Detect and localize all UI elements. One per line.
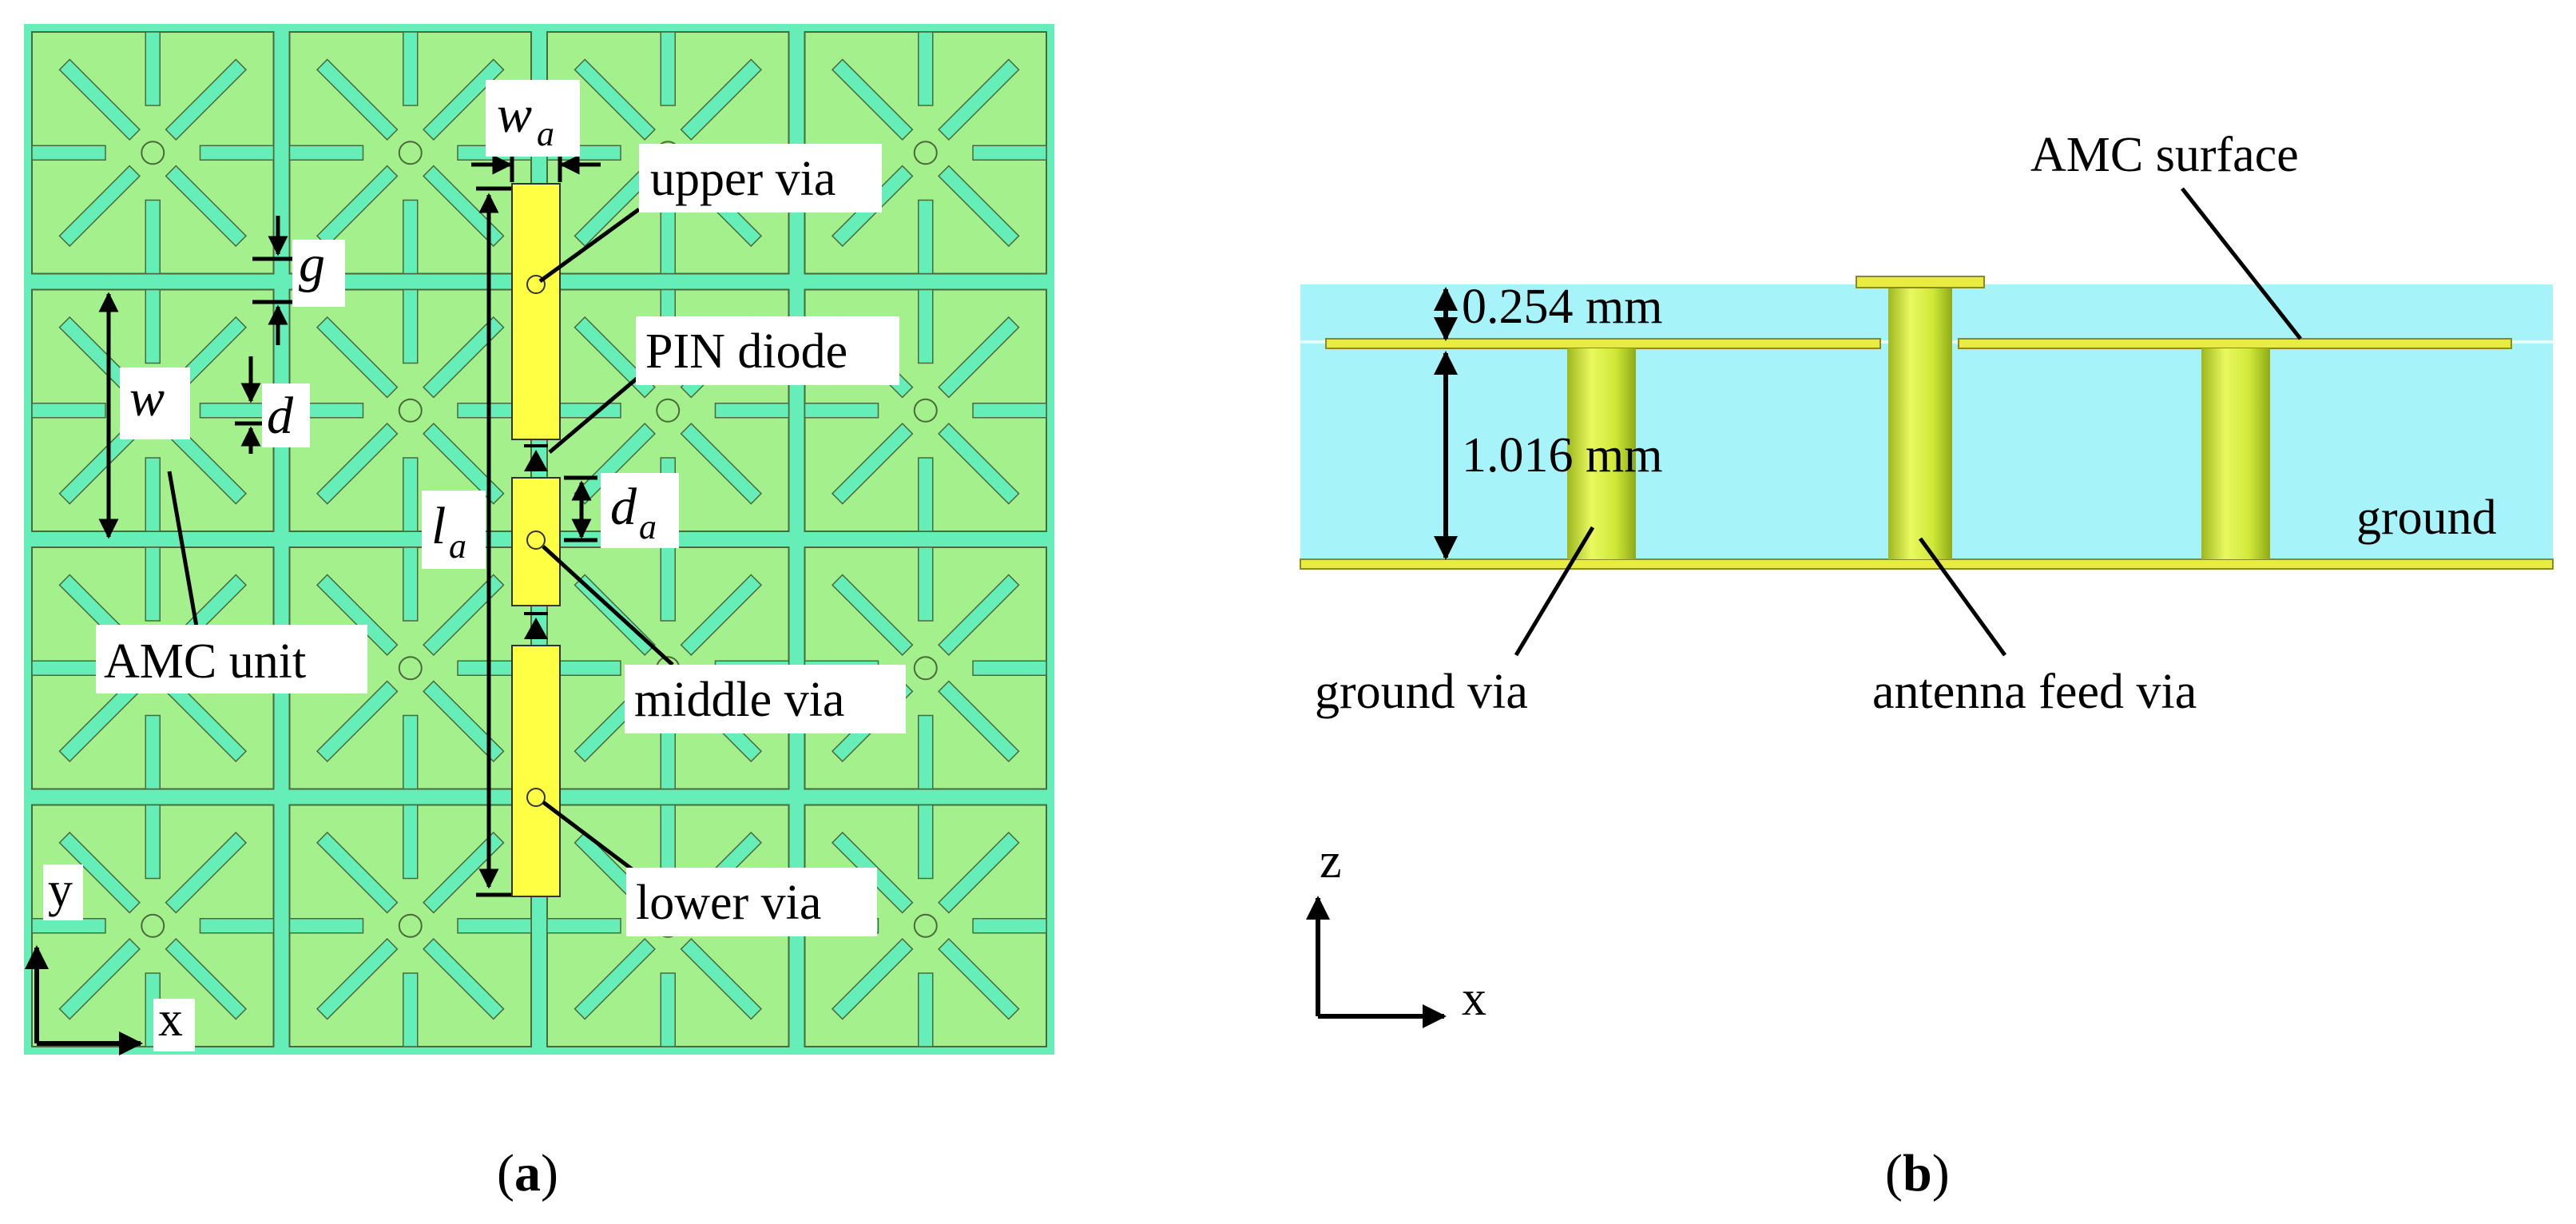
ground-via-left	[1567, 348, 1636, 559]
ground-label: ground	[2356, 491, 2497, 545]
pin-diode-label-box	[636, 316, 899, 385]
la-label-box	[422, 491, 486, 569]
da-symbol: d	[610, 478, 637, 536]
thickness-top-label: 0.254 mm	[1462, 280, 1662, 334]
dimension-da	[564, 475, 597, 542]
thickness-bottom-label: 1.016 mm	[1462, 428, 1662, 483]
ground-plane	[1300, 558, 2554, 570]
amc-surface-left	[1325, 338, 1881, 349]
upper-via-label: upper via	[650, 152, 836, 206]
amc-surface-leader	[2181, 187, 2302, 340]
amc-surface-right	[1958, 338, 2512, 349]
lower-diode-icon	[524, 618, 548, 639]
upper-diode-icon	[524, 450, 548, 471]
lower-via-label-box	[626, 868, 877, 936]
y-axis-label: y	[48, 863, 73, 917]
x-axis-label-b: x	[1462, 972, 1486, 1026]
g-symbol: g	[299, 235, 325, 293]
dimension-la	[476, 186, 511, 897]
lower-via-label: lower via	[636, 876, 821, 930]
caption-a: (a)	[497, 1144, 558, 1202]
pin-diode-leader	[548, 372, 644, 454]
amc-unit-cell	[31, 804, 275, 1047]
upper-via-leader	[538, 207, 641, 284]
x-axis-label: x	[158, 992, 183, 1047]
antenna-feed-via-label: antenna feed via	[1872, 665, 2197, 719]
middle-via-label: middle via	[634, 673, 844, 727]
amc-surface-label: AMC surface	[2030, 128, 2299, 182]
amc-unit-leader	[167, 471, 199, 627]
pin-diode-label: PIN diode	[645, 324, 847, 379]
dimension-g	[252, 216, 294, 345]
middle-via-dot	[526, 531, 546, 550]
ground-via-leader	[1514, 526, 1595, 657]
y-axis-label-box	[43, 864, 83, 920]
lower-via-dot	[526, 788, 546, 807]
caption-b: (b)	[1885, 1144, 1950, 1202]
upper-via-label-box	[639, 144, 882, 213]
w-symbol: w	[129, 369, 165, 427]
feed-segment-middle	[511, 477, 561, 606]
feed-segment-lower	[511, 645, 561, 897]
antenna-feed-strip	[511, 183, 561, 897]
da-label-box	[601, 473, 679, 548]
antenna-feed-via	[1888, 288, 1952, 559]
lower-via-leader	[542, 801, 636, 872]
amc-unit-cell	[31, 31, 275, 275]
amc-unit-cell	[288, 804, 532, 1047]
ground-via-right	[2201, 348, 2270, 559]
panel-b: 0.254 mm 1.016 mm ground AMC surface gro…	[1300, 128, 2554, 1202]
wa-label-box	[486, 80, 580, 157]
dimension-wa	[471, 154, 601, 182]
w-label-box	[120, 368, 190, 439]
middle-via-leader	[542, 545, 674, 666]
middle-via-label-box	[625, 665, 906, 733]
la-symbol: l	[431, 497, 446, 555]
antenna-feed-pad	[1856, 276, 1985, 288]
wa-symbol: w	[497, 85, 532, 144]
g-label-box	[292, 240, 345, 307]
da-subscript: a	[639, 507, 657, 546]
upper-via-dot	[526, 275, 546, 294]
amc-unit-label-box	[96, 625, 367, 693]
x-axis-label-box	[153, 999, 195, 1051]
axes-a	[25, 945, 143, 1055]
panel-a: w a l a d a w	[24, 24, 1054, 1202]
ground-via-label: ground via	[1315, 665, 1528, 719]
amc-unit-cell	[288, 288, 532, 532]
wa-subscript: a	[537, 114, 554, 153]
dimension-d	[235, 356, 264, 454]
d-label-box	[262, 383, 310, 447]
antenna-feed-via-leader	[1918, 537, 2007, 657]
amc-unit-label: AMC unit	[104, 634, 306, 689]
caption-b-letter: b	[1903, 1144, 1932, 1202]
z-axis-label: z	[1320, 834, 1342, 888]
d-symbol: d	[267, 387, 294, 445]
axes-b	[1306, 896, 1447, 1028]
caption-a-letter: a	[514, 1144, 541, 1202]
la-subscript: a	[449, 527, 466, 566]
feed-segment-upper	[511, 183, 561, 440]
